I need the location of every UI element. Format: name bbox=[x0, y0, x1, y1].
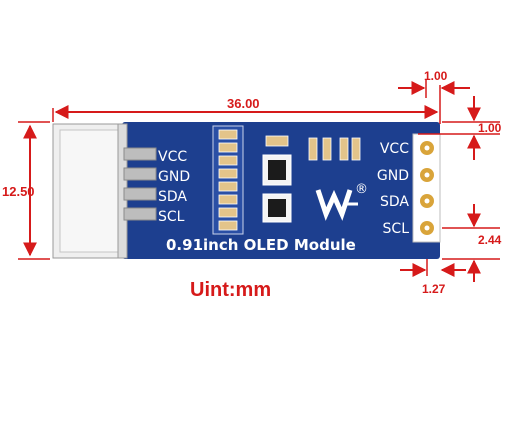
board-title: 0.91inch OLED Module bbox=[166, 236, 356, 254]
dim-height: 12.50 bbox=[2, 184, 35, 199]
right-pin-label-scl: SCL bbox=[383, 221, 410, 237]
right-pin-label-gnd: GND bbox=[377, 168, 409, 184]
right-pin-pads bbox=[420, 141, 434, 235]
left-pin-label-scl: SCL bbox=[158, 209, 185, 225]
registered-mark: ® bbox=[355, 182, 368, 197]
dim-hole-offset-x: 1.00 bbox=[424, 69, 448, 83]
right-pin-label-vcc: VCC bbox=[380, 141, 409, 157]
left-pin-label-sda: SDA bbox=[158, 189, 187, 205]
left-pin-label-vcc: VCC bbox=[158, 149, 187, 165]
pcb-board bbox=[122, 122, 440, 259]
dim-pin-pitch: 2.44 bbox=[478, 233, 502, 247]
units-label: Uint:mm bbox=[190, 279, 271, 301]
dim-hole-offset-y: 1.00 bbox=[478, 121, 502, 135]
waveshare-logo bbox=[315, 189, 358, 221]
dim-edge-offset: 1.27 bbox=[422, 282, 446, 296]
dim-overall-width: 36.00 bbox=[227, 96, 260, 111]
jst-connector bbox=[52, 123, 157, 259]
dimension-lines bbox=[18, 80, 500, 282]
left-pin-label-gnd: GND bbox=[158, 169, 190, 185]
smd-components bbox=[262, 135, 361, 223]
smd-pad-column bbox=[212, 125, 244, 235]
right-pin-label-sda: SDA bbox=[380, 194, 409, 210]
